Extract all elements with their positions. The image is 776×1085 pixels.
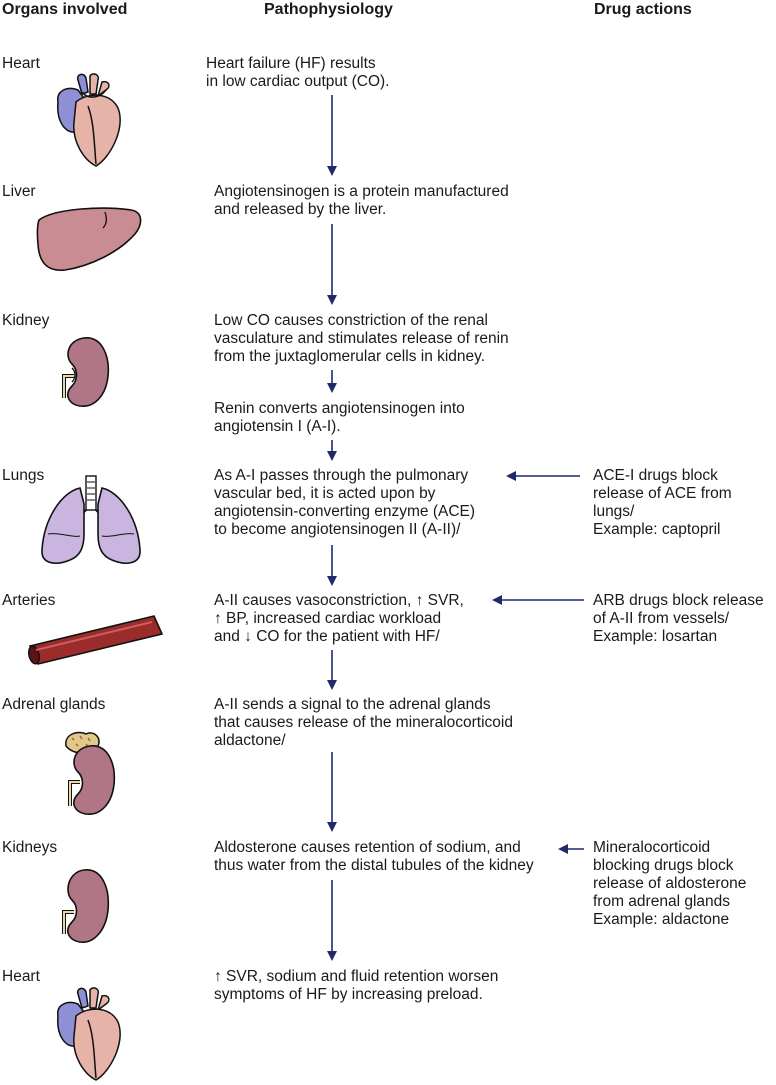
step-adrenal-signal: A-II sends a signal to the adrenal gland…: [214, 696, 513, 749]
liver-icon: [36, 207, 142, 271]
artery-icon: [27, 615, 164, 665]
organ-label-adrenal-glands: Adrenal glands: [2, 696, 106, 713]
organ-label-lungs: Lungs: [2, 467, 45, 484]
header-organs: Organs involved: [2, 1, 128, 18]
heart-icon: [57, 987, 121, 1081]
step-vasoconstriction: A-II causes vasoconstriction, ↑ SVR, ↑ B…: [214, 592, 464, 645]
step-aldosterone: Aldosterone causes retention of sodium, …: [214, 839, 534, 874]
lungs-icon: [41, 475, 141, 564]
adrenal-kidney-icon: [65, 731, 116, 815]
step-renin-converts: Renin converts angiotensinogen into angi…: [214, 400, 465, 435]
kidney-icon: [62, 337, 110, 407]
step-worsen-symptoms: ↑ SVR, sodium and fluid retention worsen…: [214, 968, 499, 1003]
organ-label-arteries: Arteries: [2, 592, 56, 609]
step-ace-conversion: As A-I passes through the pulmonary vasc…: [214, 467, 476, 538]
header-drug-actions: Drug actions: [594, 1, 692, 18]
drug-ace-inhibitors: ACE-I drugs block release of ACE from lu…: [593, 467, 732, 538]
organ-label-heart: Heart: [2, 55, 40, 72]
step-renin-release: Low CO causes constriction of the renal …: [214, 312, 509, 365]
drug-arb: ARB drugs block release of A-II from ves…: [593, 592, 764, 645]
heart-icon: [57, 73, 121, 167]
drug-mineralocorticoid-blockers: Mineralocorticoid blocking drugs block r…: [593, 839, 747, 928]
organ-label-kidneys: Kidneys: [2, 839, 58, 856]
step-angiotensinogen: Angiotensinogen is a protein manufacture…: [214, 183, 509, 218]
organ-label-liver: Liver: [2, 183, 36, 200]
organ-label-heart-end: Heart: [2, 968, 40, 985]
header-pathophysiology: Pathophysiology: [264, 1, 393, 18]
organ-label-kidney: Kidney: [2, 312, 50, 329]
kidney-icon: [62, 869, 110, 943]
step-heart-failure: Heart failure (HF) results in low cardia…: [206, 55, 390, 90]
